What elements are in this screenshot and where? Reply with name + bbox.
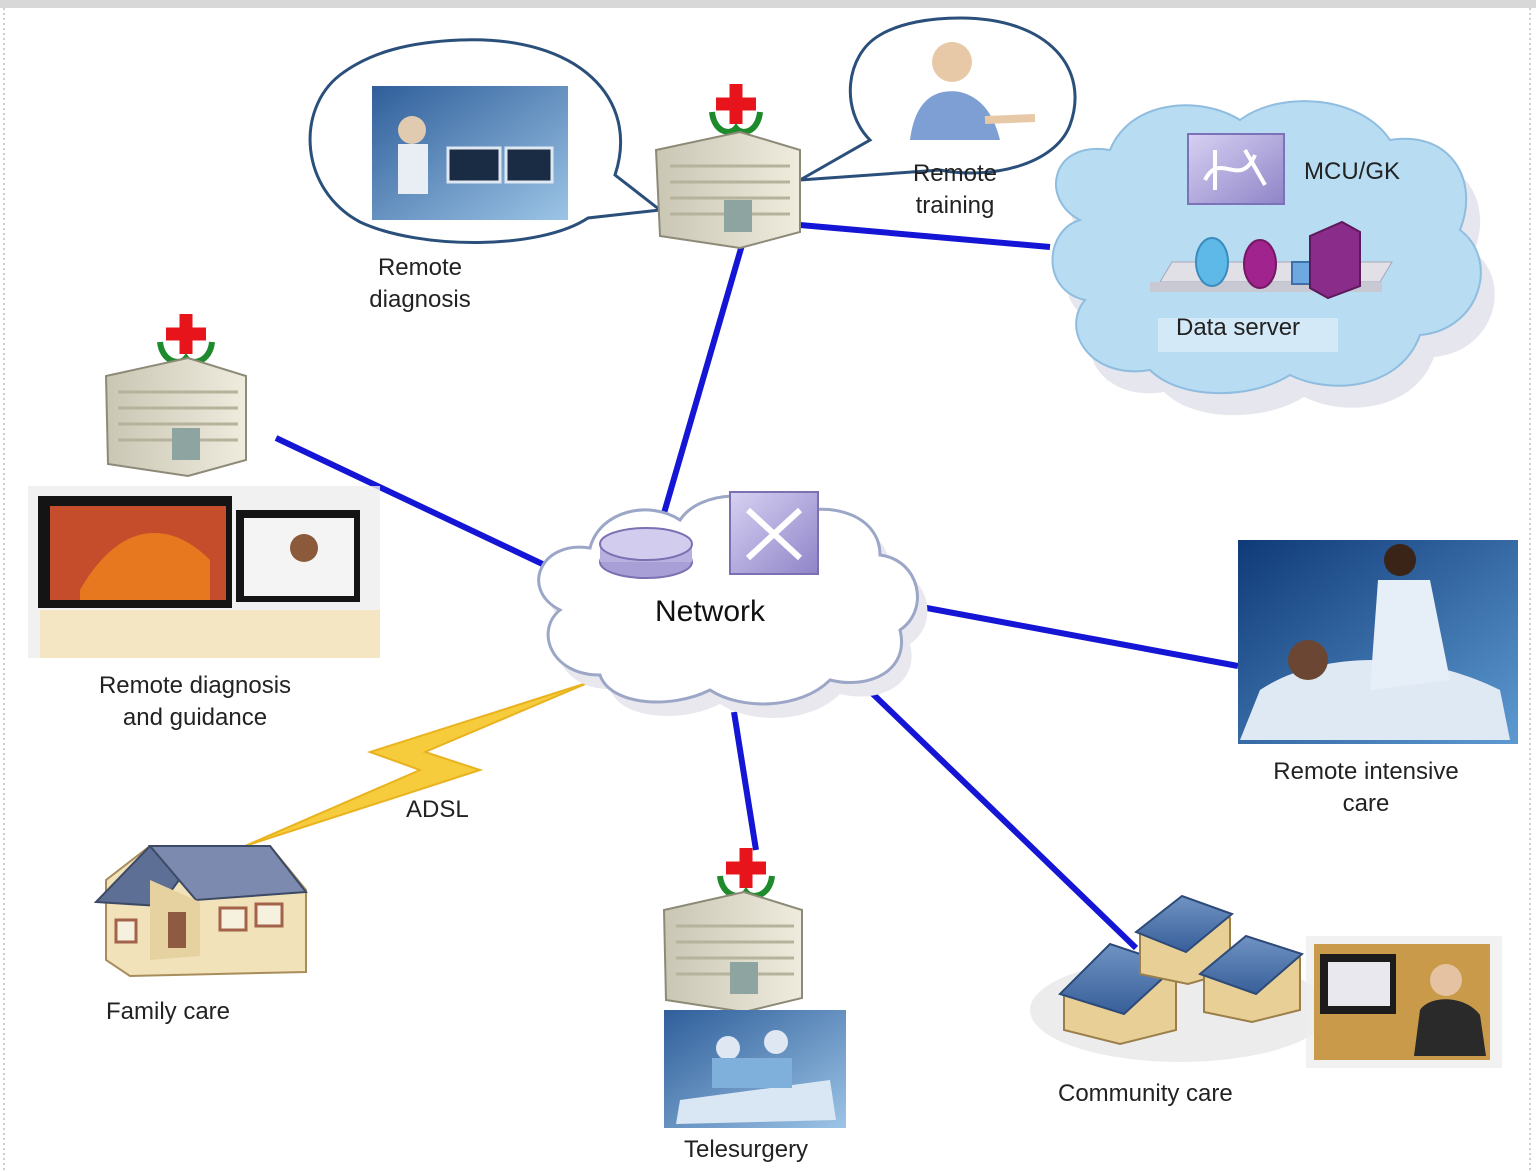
server-cabinet-icon [1309, 220, 1361, 300]
link-hospital-to-dataserver [799, 222, 1051, 250]
label-family-care: Family care [106, 998, 231, 1025]
community-care-photo [1306, 936, 1502, 1068]
label-remote-training-line2: training [915, 192, 995, 219]
label-remote-icu-line1: Remote intensive [1273, 758, 1459, 785]
hospital-top [654, 84, 801, 250]
label-remote-diagnosis-line1: Remote [377, 254, 463, 281]
label-remote-guidance: Remote diagnosis and guidance [70, 670, 320, 734]
database-magenta-icon [1243, 239, 1277, 289]
community-care-houses [1030, 894, 1330, 1062]
label-remote-diagnosis-line2: diagnosis [369, 286, 471, 313]
label-data-server: Data server [1176, 314, 1301, 341]
link-network-to-community [843, 665, 1139, 951]
data-server-cloud [1051, 100, 1495, 416]
label-community-care: Community care [1058, 1080, 1233, 1107]
label-remote-icu-line2: care [1342, 790, 1390, 817]
link-hospital-to-network [659, 244, 745, 521]
label-telesurgery: Telesurgery [684, 1136, 809, 1163]
label-remote-icu: Remote intensive care [1236, 756, 1496, 820]
label-mcu: MCU/GK [1304, 158, 1400, 185]
label-remote-diagnosis: Remote diagnosis [350, 252, 490, 316]
network-cloud [537, 491, 928, 718]
remote-diagnosis-bubble [308, 38, 664, 244]
label-remote-guidance-line1: Remote diagnosis [98, 672, 292, 699]
link-network-to-icu [915, 603, 1239, 669]
label-adsl: ADSL [406, 796, 469, 823]
network-links [274, 222, 1239, 951]
database-cyan-icon [1195, 237, 1229, 287]
label-remote-guidance-line2: and guidance [122, 704, 268, 731]
label-remote-training: Remote training [890, 158, 1020, 222]
hospital-bottom [662, 848, 803, 1014]
remote-training-bubble [799, 16, 1077, 182]
remote-icu-photo [1238, 540, 1518, 744]
link-network-to-telesurgery [731, 711, 759, 851]
label-remote-training-line1: Remote [912, 160, 998, 187]
top-frame-edge [0, 0, 1536, 8]
label-network: Network [654, 595, 766, 628]
trainer-body [910, 91, 1000, 140]
mcu-box [1187, 133, 1285, 205]
telesurgery-photo [664, 1010, 846, 1128]
link-guidance-to-network [274, 435, 574, 581]
hospital-left [104, 314, 247, 478]
family-care-house [93, 845, 308, 978]
remote-guidance-photo [28, 486, 380, 658]
trainer-head [932, 42, 972, 82]
